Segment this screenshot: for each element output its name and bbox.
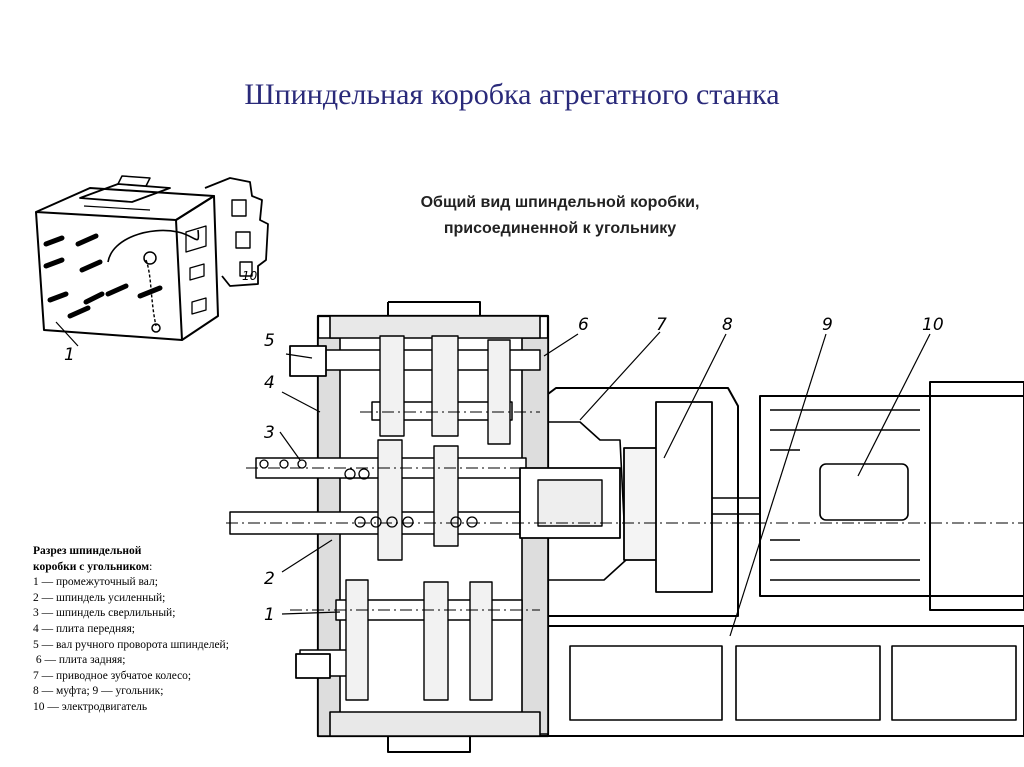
callout-4: 4 [264,373,275,393]
callout-5: 5 [264,331,275,351]
subtitle-line-1: Общий вид шпиндельной коробки, [420,194,700,211]
callout-8: 8 [722,315,733,335]
legend-item: 8 — муфта; 9 — угольник; [33,685,164,698]
subtitle-line-2: присоединенной к угольнику [443,220,677,237]
slide-title: Шпиндельная коробка агрегатного станка [244,78,780,111]
legend-heading-colon: : [149,560,153,573]
legend-item: 3 — шпиндель сверлильный; [33,607,176,620]
svg-text:10: 10 [242,269,258,283]
legend-item: 10 — электродвигатель [33,700,148,713]
callout-9: 9 [822,315,833,335]
general-view-callout-1: 1 [64,345,75,365]
callout-2: 2 [264,569,275,589]
legend-item: 1 — промежуточный вал; [33,576,158,589]
drawing-subtitle: Общий вид шпиндельной коробки, присоедин… [320,190,800,242]
legend-item: 7 — приводное зубчатое колесо; [33,669,192,682]
legend-item: 2 — шпиндель усиленный; [33,591,166,604]
legend-heading-line-1: Разрез шпиндельной [33,545,142,557]
spindle-box-general-view: 10 [35,175,269,347]
legend-item: 4 — плита передняя; [33,622,135,635]
callout-7: 7 [656,315,667,335]
callout-1: 1 [264,605,275,625]
callout-3: 3 [264,423,275,443]
section-legend: Разрез шпиндельной коробки с угольником:… [33,544,273,716]
legend-item: 5 — вал ручного проворота шпинделей; [33,638,229,651]
spindle-box-section [226,301,1024,753]
callout-6: 6 [578,315,589,335]
legend-heading: Разрез шпиндельной коробки с угольником: [33,544,273,575]
legend-item: 6 — плита задняя; [33,654,126,667]
legend-heading-line-2: коробки с угольником [33,560,150,573]
callout-10: 10 [922,315,944,335]
